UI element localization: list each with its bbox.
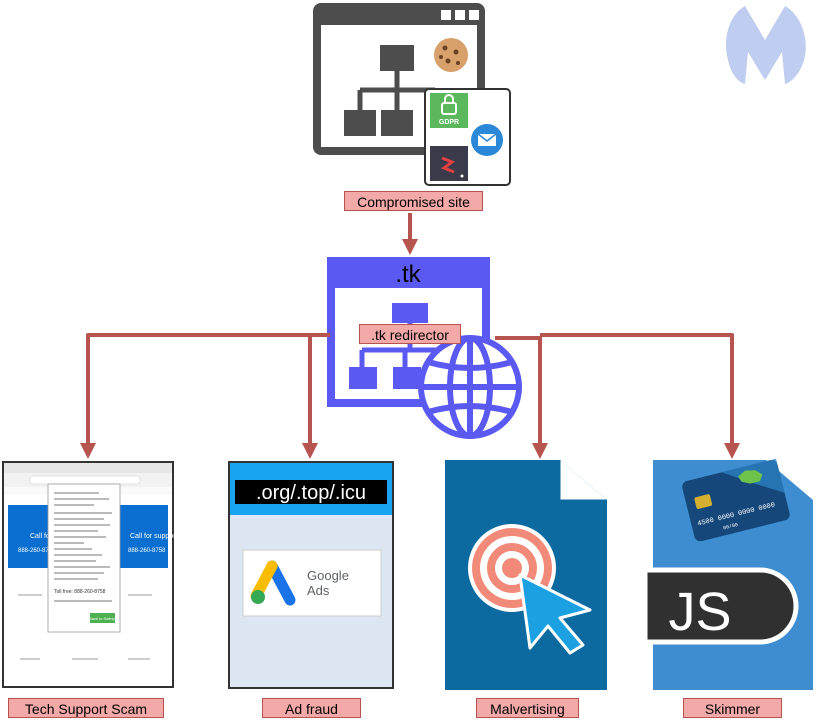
redirector-sitemap-icon (349, 303, 452, 389)
google-ads-line1: Google (307, 568, 349, 583)
redirector-domain-text: .tk (395, 261, 421, 288)
google-ads-logo (250, 560, 296, 606)
tk-redirector-icon: .tk (327, 257, 522, 439)
card-expiry: 00/00 (723, 522, 739, 531)
gdpr-lock-icon: GDPR (430, 93, 468, 128)
email-icon (471, 124, 503, 156)
cookie-icon (434, 38, 468, 72)
ad-fraud-domains: .org/.top/.icu (256, 482, 366, 504)
malvertising-label: Malvertising (476, 698, 579, 718)
tech-number-left: 888-260-8758 (18, 548, 56, 554)
tech-call-right: Call for support (130, 533, 178, 540)
ad-fraud-page: .org/.top/.icu Google Ads (228, 461, 394, 689)
skimmer-icon: 4500 0000 0000 0000 00/00 JS (642, 458, 813, 690)
gdpr-badge-text: GDPR (439, 119, 459, 126)
credit-card-icon: 4500 0000 0000 0000 00/00 (682, 458, 790, 542)
tech-support-scam-screenshot: Call for support 888-260-8758 Call for s… (2, 461, 178, 688)
tech-support-scam-label: Tech Support Scam (8, 698, 164, 718)
ad-fraud-label: Ad fraud (262, 698, 361, 718)
share-widget-icon (430, 146, 468, 181)
tech-dialog-call: Toll free: 888-260-8758 (54, 589, 106, 595)
arrow-to-skimmer (540, 333, 740, 459)
globe-icon (418, 335, 522, 439)
malwarebytes-logo (725, 6, 806, 84)
compromised-site-label: Compromised site (344, 191, 483, 211)
js-badge-text: JS (668, 582, 731, 642)
tech-number-right: 888-260-8758 (128, 548, 166, 554)
arrow-to-tech-support (80, 333, 330, 459)
mouse-cursor-icon (518, 573, 592, 655)
google-ads-line2: Ads (307, 583, 330, 598)
arrow-to-malvertising (495, 336, 548, 459)
malvertising-icon (445, 460, 607, 690)
site-widgets-panel: GDPR (424, 88, 511, 186)
tech-dialog-button: Back to Safety (89, 616, 115, 621)
skimmer-label: Skimmer (683, 698, 782, 718)
redirector-label: .tk redirector (359, 324, 461, 344)
connector-arrows (80, 213, 740, 459)
